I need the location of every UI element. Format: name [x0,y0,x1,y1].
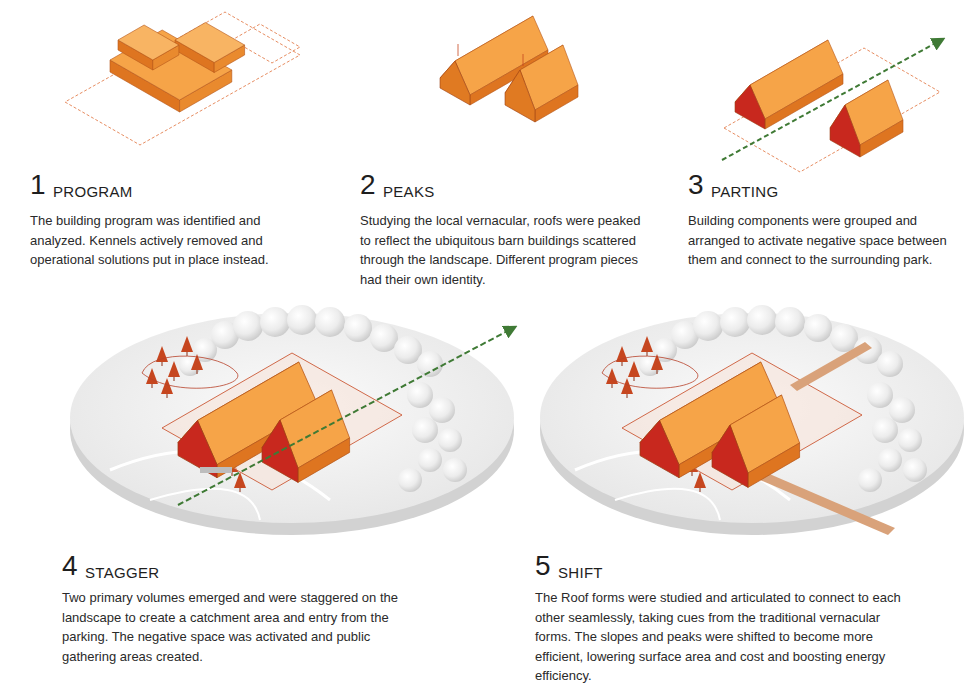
step-description: Studying the local vernacular, roofs wer… [360,211,642,289]
illustration-part [458,44,459,56]
illustration-part [65,12,300,145]
illustration-part [602,305,927,492]
step-heading: PARTING [711,184,778,200]
illustration-part [602,356,698,388]
step-heading: STAGGER [85,565,159,581]
step-description: Two primary volumes emerged and were sta… [62,588,402,666]
illustration-part [615,489,720,520]
label-slot: 5 [535,552,551,580]
illustration-part [523,54,524,66]
step-number: 1 [30,171,46,199]
site-model-stagger [70,305,515,535]
label-slot: SHIFT [558,564,603,582]
label-slot: Studying the local vernacular, roofs wer… [360,211,642,289]
label-slot: PROGRAM [53,183,133,201]
label-slot: 3 [688,171,704,199]
label-slot: 4 [62,552,78,580]
label-slot: Building components were grouped and arr… [688,211,950,270]
step-number: 2 [360,171,376,199]
illustration-part [178,327,515,505]
illustration-part [712,395,800,487]
step-heading: PEAKS [383,184,435,200]
label-slot: PARTING [711,183,778,201]
step-description: The Roof forms were studied and articula… [535,588,915,686]
illustration-part [262,390,350,482]
parted-massing [722,39,943,172]
step-number: 4 [62,552,78,580]
illustration-part [830,80,903,157]
illustration-part [162,353,402,490]
label-slot: Two primary volumes emerged and were sta… [62,588,402,666]
peaked-massing [440,16,578,122]
illustration-part [150,489,260,520]
illustration-part [200,467,232,473]
step-description: The building program was identified and … [30,211,312,270]
illustration-part [722,39,943,160]
site-model-shift [540,305,964,535]
illustration-part [505,45,578,122]
step-description: Building components were grouped and arr… [688,211,950,270]
step-number: 5 [535,552,551,580]
illustration-part [118,25,179,60]
illustration-part [142,356,238,388]
illustration-part [175,23,245,63]
illustration-part [790,342,872,391]
label-slot: 1 [30,171,46,199]
step-heading: PROGRAM [53,184,133,200]
label-slot: The Roof forms were studied and articula… [535,588,915,686]
step-heading: SHIFT [558,565,603,581]
illustration-part [142,305,467,492]
label-slot: The building program was identified and … [30,211,312,270]
program-massing [65,12,300,145]
step-number: 3 [688,171,704,199]
illustration-part [753,470,895,535]
illustration-part [735,40,843,129]
label-slot: PEAKS [383,183,435,201]
label-slot: 2 [360,171,376,199]
label-slot: STAGGER [85,564,159,582]
